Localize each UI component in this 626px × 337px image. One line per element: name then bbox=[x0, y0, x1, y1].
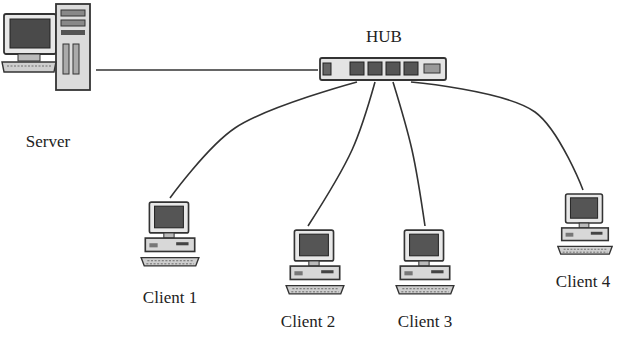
device-label: Server bbox=[24, 133, 72, 152]
client-computer bbox=[396, 230, 454, 294]
hub-node: HUB bbox=[318, 28, 450, 82]
server-icon bbox=[2, 4, 90, 90]
client-node: Client 4 bbox=[543, 190, 623, 292]
device-label: Client 2 bbox=[279, 313, 337, 332]
network-cable bbox=[96, 69, 318, 71]
device-label: Client 3 bbox=[396, 313, 454, 332]
server-node: Server bbox=[0, 0, 96, 152]
client-node: Client 2 bbox=[262, 226, 354, 332]
hub-device bbox=[320, 58, 446, 80]
device-label: HUB bbox=[364, 28, 404, 47]
network-cable bbox=[393, 82, 425, 226]
device-label: Client 4 bbox=[554, 273, 612, 292]
client-computer bbox=[141, 202, 199, 266]
device-label: Client 1 bbox=[141, 289, 199, 308]
network-cable bbox=[308, 82, 375, 226]
network-cable bbox=[411, 82, 583, 190]
network-cable bbox=[170, 82, 357, 198]
client-computer bbox=[558, 194, 612, 254]
client-node: Client 3 bbox=[382, 226, 468, 332]
client-node: Client 1 bbox=[128, 198, 212, 308]
client-computer bbox=[286, 230, 344, 294]
